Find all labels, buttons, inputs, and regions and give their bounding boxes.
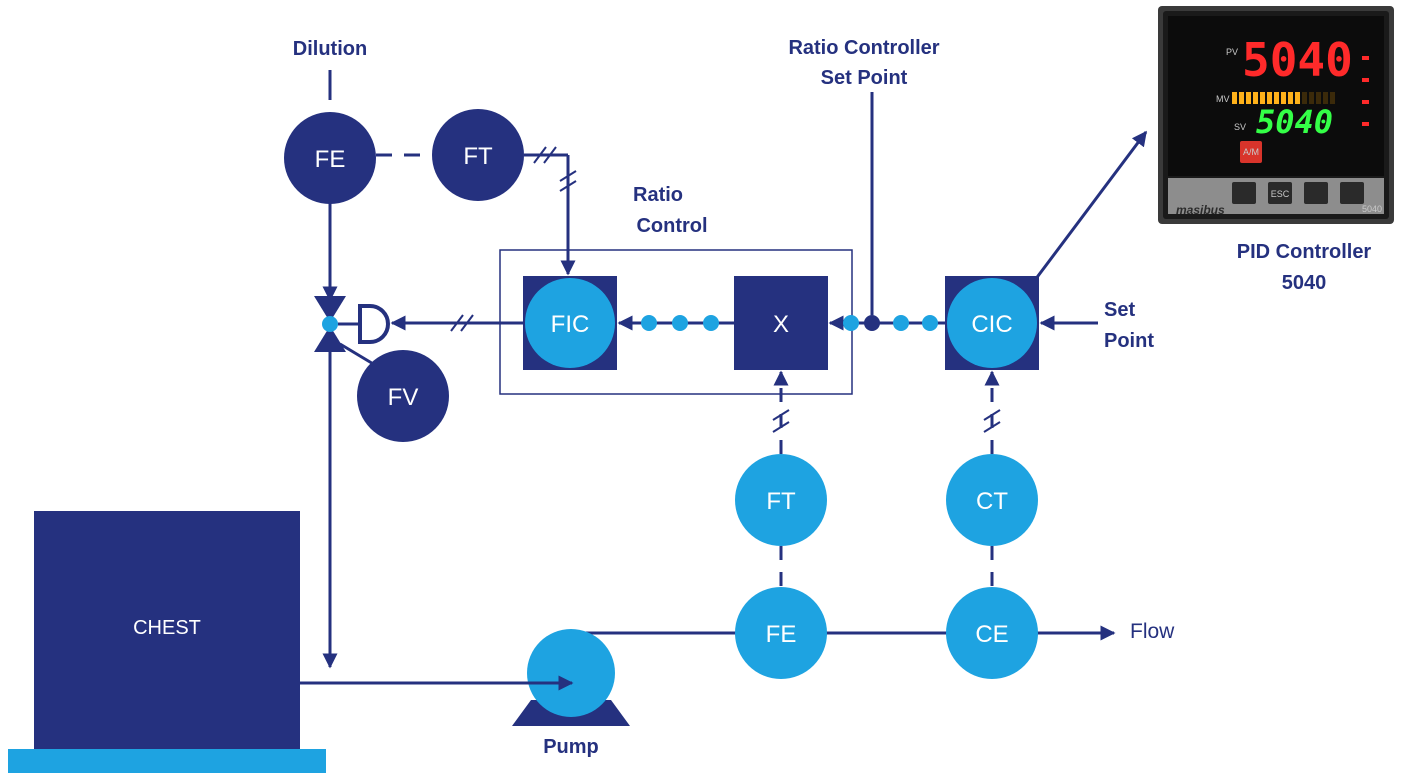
- control-valve-top: [314, 296, 346, 322]
- chest-label: CHEST: [133, 617, 201, 639]
- sv-readout: 5040: [1256, 103, 1333, 141]
- pid-controller-label: PID Controller: [1237, 241, 1372, 263]
- dilution-label: Dilution: [293, 38, 367, 60]
- cic-label: CIC: [971, 311, 1012, 338]
- flow-label: Flow: [1130, 620, 1175, 643]
- cic-to-pid-line: [1033, 130, 1148, 281]
- signal-tick: [559, 170, 577, 182]
- software-link-dot: [703, 315, 719, 331]
- fic-node-circle: [525, 278, 615, 368]
- chest-base: [8, 749, 326, 773]
- control-valve-bottom: [314, 326, 346, 352]
- svg-text:A/M: A/M: [1243, 147, 1259, 157]
- ratio-setpoint-label: Ratio Controller: [788, 37, 939, 59]
- software-link-dot: [672, 315, 688, 331]
- chest-tank: [34, 511, 300, 773]
- ft-top-node: [432, 109, 524, 201]
- fe-bottom-node: [735, 587, 827, 679]
- am-key: [1240, 141, 1262, 163]
- mv-bargraph: [1232, 92, 1335, 104]
- software-link-dot: [843, 315, 859, 331]
- signal-tick: [983, 409, 1001, 421]
- svg-text:SV: SV: [1234, 122, 1246, 132]
- signal-tick: [543, 146, 557, 164]
- keypad-key: [1232, 182, 1256, 204]
- ce-label: CE: [975, 621, 1008, 648]
- controller-model: 5040: [1362, 204, 1382, 214]
- fic-label: FIC: [551, 311, 590, 338]
- signal-tick: [533, 146, 547, 164]
- controller-brand: masibus: [1176, 203, 1225, 217]
- keypad-key: [1304, 182, 1328, 204]
- ct-label: CT: [976, 488, 1008, 515]
- pid-controller-label-2: 5040: [1282, 272, 1327, 294]
- svg-text:MV: MV: [1216, 94, 1230, 104]
- ct-node: [946, 454, 1038, 546]
- fe-top-label: FE: [315, 146, 346, 173]
- signal-tick: [460, 314, 474, 332]
- fv-node: [357, 350, 449, 442]
- fv-label: FV: [388, 384, 419, 411]
- software-link-dot: [641, 315, 657, 331]
- pv-readout: 5040: [1242, 33, 1353, 87]
- fe-top-node: [284, 112, 376, 204]
- ratio-setpoint-junction: [864, 315, 880, 331]
- pump-label: Pump: [543, 736, 599, 758]
- cic-node-circle: [947, 278, 1037, 368]
- svg-text:ESC: ESC: [1271, 189, 1290, 199]
- signal-tick: [983, 421, 1001, 433]
- keypad-key: [1268, 182, 1292, 204]
- pump-icon: [527, 629, 615, 717]
- keypad-key: [1340, 182, 1364, 204]
- pid-controller-device: PV 5040 MV SV 5040 A/M: [1158, 6, 1394, 224]
- signal-tick: [772, 421, 790, 433]
- valve-actuator-icon: [358, 304, 390, 344]
- ratio-control-label: Ratio: [633, 184, 683, 206]
- ft-top-label: FT: [463, 143, 493, 170]
- ft-bottom-label: FT: [766, 488, 796, 515]
- set-point-label-2: Point: [1104, 330, 1154, 352]
- valve-signal-dot: [322, 316, 338, 332]
- fe-bottom-label: FE: [766, 621, 797, 648]
- signal-tick: [450, 314, 464, 332]
- set-point-label: Set: [1104, 299, 1135, 321]
- signal-tick: [772, 409, 790, 421]
- software-link-dot: [922, 315, 938, 331]
- ft-bottom-node: [735, 454, 827, 546]
- signal-tick: [559, 180, 577, 192]
- ratio-setpoint-label-2: Set Point: [821, 67, 908, 89]
- ce-node: [946, 587, 1038, 679]
- multiplier-block: [734, 276, 828, 370]
- svg-text:PV: PV: [1226, 47, 1238, 57]
- software-link-dot: [893, 315, 909, 331]
- ratio-control-label-2: Control: [636, 215, 707, 237]
- multiplier-label: X: [773, 311, 789, 338]
